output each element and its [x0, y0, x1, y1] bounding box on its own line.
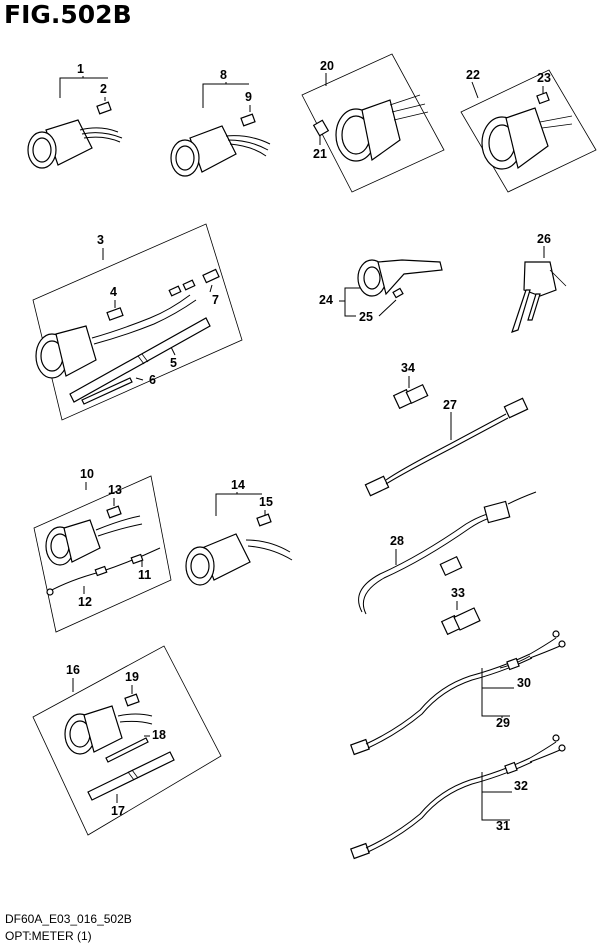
callout-18: 18	[152, 728, 166, 742]
footer-code: DF60A_E03_016_502B	[5, 912, 132, 926]
callout-22: 22	[466, 68, 480, 82]
gauge-14	[185, 513, 293, 586]
footer-subtitle: OPT:METER (1)	[5, 929, 92, 943]
callout-9: 9	[245, 90, 252, 104]
callout-30: 30	[517, 676, 531, 690]
callout-29: 29	[496, 716, 510, 730]
callout-27: 27	[443, 398, 457, 412]
callout-34: 34	[401, 361, 415, 375]
callout-21: 21	[313, 147, 327, 161]
assembly-group-29[interactable]: 30 29	[350, 630, 566, 756]
callout-16: 16	[66, 663, 80, 677]
callout-15: 15	[259, 495, 273, 509]
callout-33: 33	[451, 586, 465, 600]
assembly-group-26[interactable]: 26	[511, 232, 567, 333]
assembly-group-20[interactable]: 20 21	[301, 53, 445, 193]
gauge-22	[481, 91, 573, 170]
callout-14: 14	[231, 478, 245, 492]
trim-sender-26	[511, 261, 567, 333]
assembly-group-8[interactable]: 8 9	[170, 68, 271, 177]
callout-25: 25	[359, 310, 373, 324]
gauge-10	[45, 505, 161, 596]
fitting-33	[440, 607, 481, 636]
callout-28: 28	[390, 534, 404, 548]
callout-31: 31	[496, 819, 510, 833]
callout-5: 5	[170, 356, 177, 370]
callout-11: 11	[138, 568, 151, 582]
callout-7: 7	[212, 293, 219, 307]
assembly-group-22[interactable]: 22 23	[460, 68, 597, 193]
assembly-group-10[interactable]: 10 13 11 12	[33, 467, 172, 633]
assembly-group-28[interactable]: 28 33	[358, 491, 537, 636]
gauge-20	[312, 94, 429, 162]
assembly-group-34[interactable]: 34 27	[364, 361, 529, 497]
gauge-1	[27, 101, 123, 169]
callout-20: 20	[320, 59, 334, 73]
gauge-3	[35, 268, 220, 405]
callout-12: 12	[78, 595, 92, 609]
callout-1: 1	[77, 62, 84, 76]
callout-3: 3	[97, 233, 104, 247]
sender-unit-24	[357, 259, 443, 299]
fitting-34	[392, 383, 429, 410]
callout-23: 23	[537, 71, 551, 85]
cable-28	[358, 491, 537, 615]
assembly-group-1[interactable]: 1 2	[27, 62, 123, 169]
gauge-8	[170, 113, 271, 177]
harness-31	[350, 734, 566, 860]
callout-8: 8	[220, 68, 227, 82]
callout-26: 26	[537, 232, 551, 246]
figure-title: FIG.502B	[4, 0, 132, 29]
harness-29	[350, 630, 566, 756]
gauge-16	[64, 693, 175, 801]
assembly-group-16[interactable]: 16 19 18 17	[32, 645, 222, 836]
callout-24: 24	[319, 293, 333, 307]
cable-27	[364, 397, 529, 497]
callout-10: 10	[80, 467, 94, 481]
callout-17: 17	[111, 804, 125, 818]
assembly-group-14[interactable]: 14 15	[185, 478, 293, 586]
callout-2: 2	[100, 82, 107, 96]
callout-4: 4	[110, 285, 117, 299]
assembly-group-31[interactable]: 32 31	[350, 734, 566, 860]
assembly-group-3[interactable]: 3 4 5 6 7	[32, 223, 243, 421]
callout-19: 19	[125, 670, 139, 684]
assembly-group-24[interactable]: 24 25	[319, 259, 443, 324]
callout-32: 32	[514, 779, 528, 793]
